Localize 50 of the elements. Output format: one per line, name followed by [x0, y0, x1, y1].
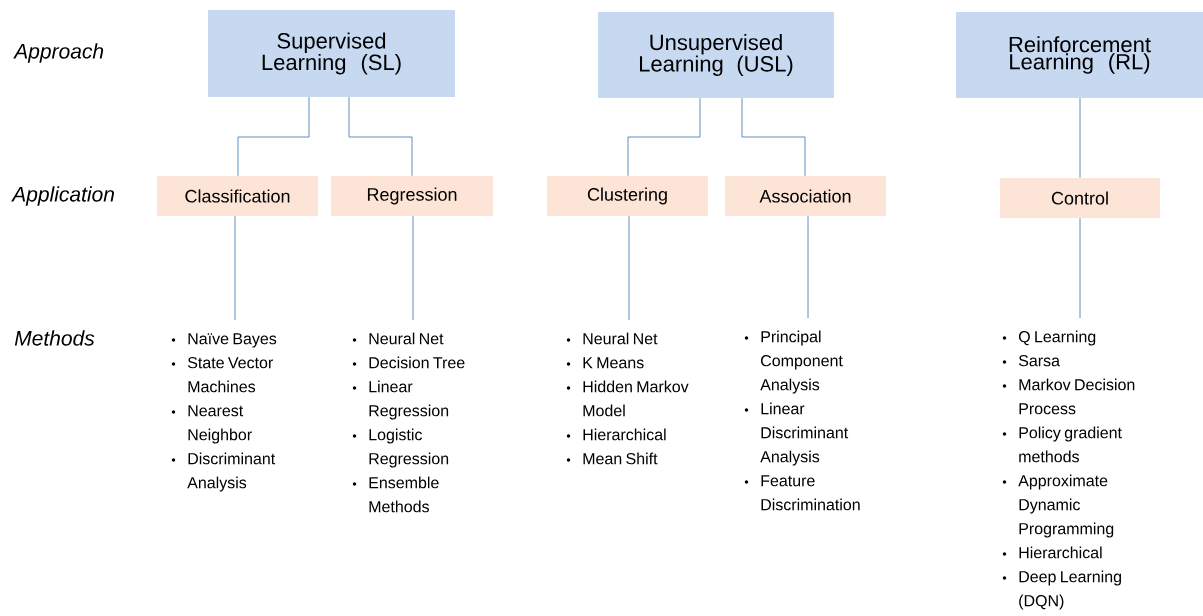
connector-line — [1079, 217, 1081, 319]
application-box: Regression — [331, 176, 493, 216]
list-item: State Vector Machines — [187, 357, 273, 393]
approach-box: Unsupervised Learning (USL) — [598, 12, 834, 98]
approach-box: Supervised Learning (SL) — [208, 10, 455, 97]
list-item: K Means — [583, 357, 644, 369]
list-item: Naïve Bayes — [188, 333, 277, 348]
list-item: Logistic Regression — [369, 428, 449, 468]
application-box: Association — [725, 176, 886, 216]
connector-line — [627, 97, 701, 177]
application-box: Control — [1000, 178, 1160, 218]
list-item: Ensemble Methods — [369, 476, 439, 513]
list-item: Markov Decision Process — [1019, 378, 1135, 415]
list-item: Neural Net — [583, 332, 658, 345]
connector-line — [807, 215, 809, 319]
list-item: Nearest Neighbor — [188, 405, 252, 444]
list-item: Decision Tree — [369, 356, 465, 369]
list-item: Hidden Markov Model — [583, 380, 689, 417]
bullet-list — [744, 330, 860, 511]
connector-line — [1079, 97, 1081, 179]
connector-line — [234, 215, 236, 321]
list-item: Q Learning — [1018, 330, 1096, 346]
list-item: Discriminant Analysis — [187, 452, 276, 492]
application-box: Classification — [157, 176, 318, 216]
connector-line — [348, 96, 413, 177]
bullet-list — [1002, 330, 1135, 610]
list-item: Approximate Dynamic Programming — [1018, 474, 1114, 538]
row-label: Application — [11, 186, 114, 206]
list-item: Neural Net — [369, 332, 444, 345]
list-item: Hierarchical — [583, 428, 666, 441]
list-item: Principal Component Analysis — [760, 330, 843, 394]
connector-line — [237, 96, 310, 177]
list-item: Feature Discrimination — [761, 475, 860, 511]
bullet-list — [352, 332, 465, 513]
connector-line — [412, 215, 414, 321]
row-label: Approach — [13, 43, 104, 63]
bullet-list — [171, 333, 277, 492]
list-item: Mean Shift — [583, 452, 658, 465]
bullet-list — [566, 332, 689, 465]
application-box: Clustering — [547, 176, 708, 216]
connector-line — [741, 97, 806, 177]
row-label: Methods — [14, 330, 95, 346]
list-item: Sarsa — [1018, 355, 1060, 367]
list-item: Hierarchical — [1019, 546, 1102, 559]
list-item: Policy gradient methods — [1019, 426, 1122, 463]
list-item: Linear Discriminant Analysis — [760, 402, 849, 466]
list-item: Deep Learning (DQN) — [1019, 570, 1121, 610]
list-item: Linear Regression — [369, 380, 449, 420]
approach-box: Reinforcement Learning (RL) — [956, 12, 1203, 98]
connector-line — [628, 215, 630, 321]
